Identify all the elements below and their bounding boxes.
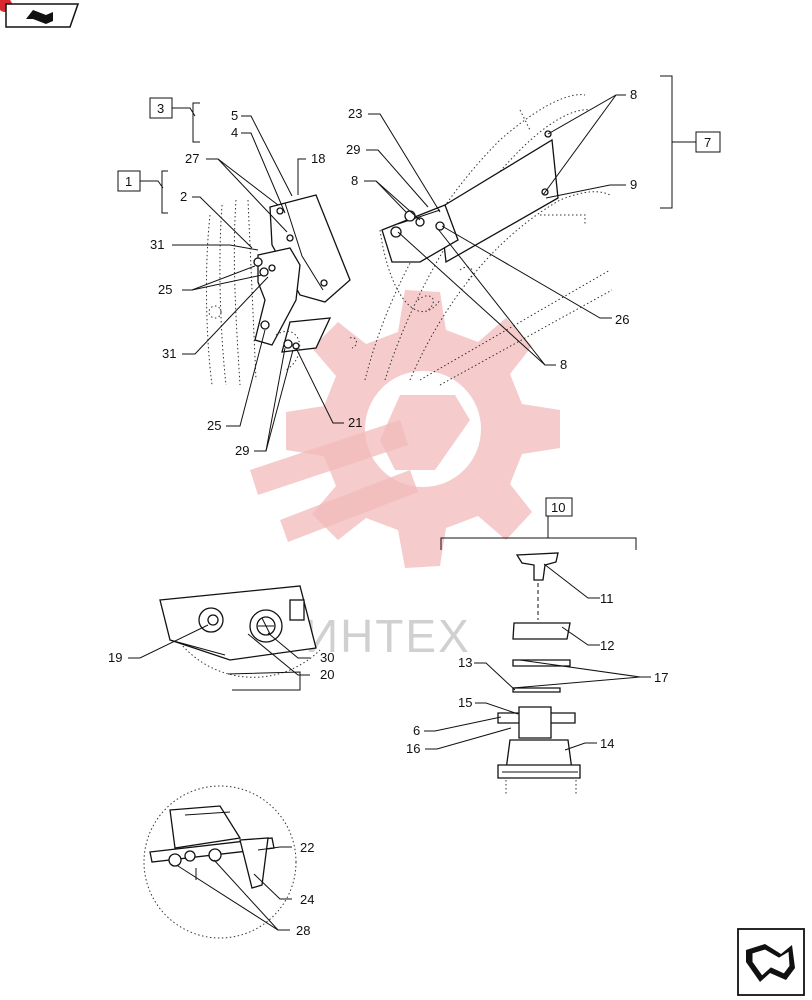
callout-5: 5 <box>231 108 238 123</box>
callout-17: 17 <box>654 670 668 685</box>
watermark-logo <box>250 290 560 568</box>
callout-29b: 29 <box>346 142 360 157</box>
callout-27: 27 <box>185 151 199 166</box>
callout-28: 28 <box>296 923 310 938</box>
callout-18: 18 <box>311 151 325 166</box>
callout-9: 9 <box>630 177 637 192</box>
callout-labels: 5 4 27 18 2 31 25 31 25 29 21 23 29 8 8 … <box>108 87 668 938</box>
boxed-callout-10: 10 <box>551 500 565 515</box>
callout-22: 22 <box>300 840 314 855</box>
callout-12: 12 <box>600 638 614 653</box>
callout-24: 24 <box>300 892 314 907</box>
boxed-callout-3: 3 <box>157 101 164 116</box>
boxed-callouts: 3 1 7 10 <box>117 97 721 517</box>
detail-view-mount <box>143 785 297 939</box>
callout-29: 29 <box>235 443 249 458</box>
callout-31b: 31 <box>162 346 176 361</box>
callout-25: 25 <box>158 282 172 297</box>
watermark-text: ИНТЕХ <box>305 610 471 662</box>
boxed-callout-7: 7 <box>704 135 711 150</box>
callout-20: 20 <box>320 667 334 682</box>
leader-lines <box>128 75 696 931</box>
callout-16: 16 <box>406 741 420 756</box>
boxed-callout-1: 1 <box>125 174 132 189</box>
callout-15: 15 <box>458 695 472 710</box>
callout-13: 13 <box>458 655 472 670</box>
callout-23: 23 <box>348 106 362 121</box>
callout-31: 31 <box>150 237 164 252</box>
callout-6: 6 <box>413 723 420 738</box>
callout-11: 11 <box>600 591 614 606</box>
callout-19: 19 <box>108 650 122 665</box>
callout-8: 8 <box>351 173 358 188</box>
nav-prev-icon[interactable] <box>0 0 80 28</box>
cover-assembly <box>205 194 357 386</box>
nav-next-icon[interactable] <box>737 928 805 996</box>
callout-25b: 25 <box>207 418 221 433</box>
detail-view-switches <box>159 585 321 691</box>
callout-2: 2 <box>180 189 187 204</box>
callout-4: 4 <box>231 125 238 140</box>
callout-30: 30 <box>320 650 334 665</box>
callout-21: 21 <box>348 415 362 430</box>
callout-14: 14 <box>600 736 614 751</box>
callout-8b: 8 <box>630 87 637 102</box>
callout-8c: 8 <box>560 357 567 372</box>
callout-26: 26 <box>615 312 629 327</box>
